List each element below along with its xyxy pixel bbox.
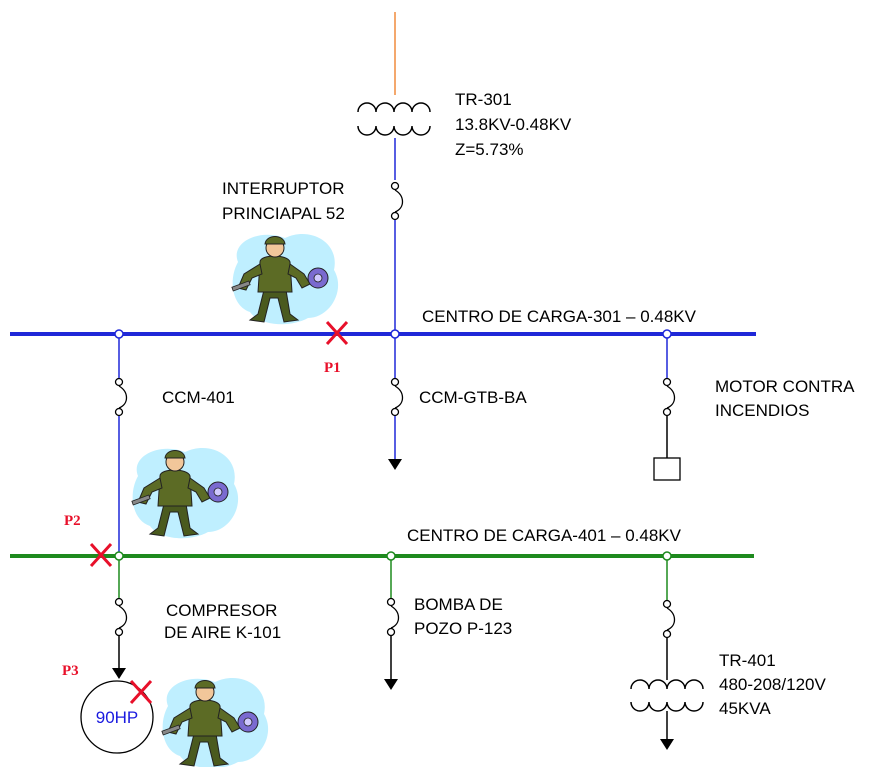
transformer-tr401-symbol xyxy=(630,679,704,712)
ccm-gtb-breaker-symbol xyxy=(390,377,404,417)
fault-p2-marker-icon xyxy=(89,542,113,568)
tr401-capacity: 45KVA xyxy=(719,699,771,718)
compressor-breaker-symbol xyxy=(114,597,128,637)
fault-p1-label: P1 xyxy=(324,360,341,376)
compressor-label-line1: COMPRESOR xyxy=(166,601,277,620)
tr401-rating: 480-208/120V xyxy=(719,675,826,694)
bus-401-label: CENTRO DE CARGA-401 – 0.48KV xyxy=(407,526,682,545)
ccm-gtb-load-arrow-icon xyxy=(388,459,402,470)
fault-p3-label: P3 xyxy=(62,663,79,679)
pump-label-line1: BOMBA DE xyxy=(414,595,503,614)
fire-pump-label-line2: INCENDIOS xyxy=(715,401,809,420)
fire-pump-label-line1: MOTOR CONTRA xyxy=(715,377,855,396)
bus-401-node-compressor xyxy=(114,551,124,561)
main-breaker-label-line1: INTERRUPTOR xyxy=(222,179,344,198)
fault-p2-label: P2 xyxy=(64,513,81,529)
bus-301-node-ccm401 xyxy=(114,329,124,339)
tr401-breaker-symbol xyxy=(662,599,676,639)
transformer-tr301-symbol xyxy=(357,102,431,136)
bus-301-node-gtb xyxy=(390,329,400,339)
compressor-arrow-icon xyxy=(112,668,126,679)
worker-icon xyxy=(161,677,269,767)
fault-p1-marker-icon xyxy=(325,320,349,346)
compressor-label-line2: DE AIRE K-101 xyxy=(164,623,281,642)
ccm-gtb-label: CCM-GTB-BA xyxy=(419,388,527,407)
ccm401-breaker-symbol xyxy=(114,377,128,417)
bus-301-label: CENTRO DE CARGA-301 – 0.48KV xyxy=(422,307,697,326)
tr401-arrow-icon xyxy=(660,739,674,750)
main-breaker-symbol xyxy=(390,181,404,221)
tr401-name: TR-401 xyxy=(719,651,776,670)
pump-label-line2: POZO P-123 xyxy=(414,619,512,638)
tr301-name: TR-301 xyxy=(455,90,512,109)
tr301-rating: 13.8KV-0.48KV xyxy=(455,115,572,134)
bus-401-node-tr401 xyxy=(662,551,672,561)
pump-arrow-icon xyxy=(384,679,398,690)
worker-icon xyxy=(231,233,339,325)
ccm401-label: CCM-401 xyxy=(162,388,235,407)
pump-breaker-symbol xyxy=(386,597,400,637)
tr301-impedance: Z=5.73% xyxy=(455,140,524,159)
main-breaker-label-line2: PRINCIAPAL 52 xyxy=(222,204,345,223)
fire-pump-breaker-symbol xyxy=(662,377,676,417)
fire-pump-motor-box xyxy=(653,457,681,481)
worker-icon xyxy=(131,447,239,539)
motor-90hp-label: 90HP xyxy=(96,708,139,727)
bus-301-node-fire-pump xyxy=(662,329,672,339)
bus-401-node-pump xyxy=(386,551,396,561)
fault-p3-marker-icon xyxy=(129,679,153,705)
